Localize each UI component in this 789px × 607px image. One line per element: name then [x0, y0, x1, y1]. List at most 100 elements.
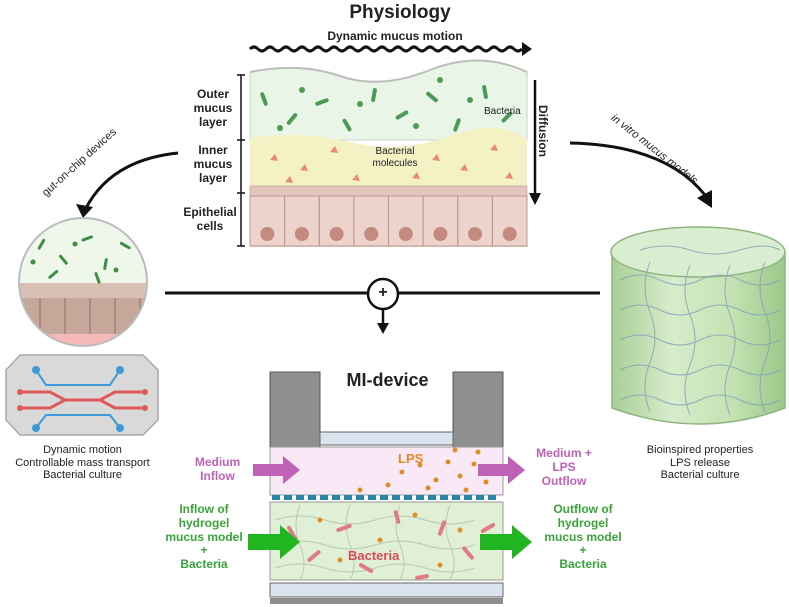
lps-label: LPS [398, 451, 424, 466]
dynamic-mucus-motion-arrow [248, 45, 524, 53]
top-glass [319, 431, 454, 446]
label-line: hydrogel [178, 515, 230, 530]
membrane-segment [488, 495, 496, 500]
cell-nucleus [260, 227, 275, 241]
membrane-segment [464, 495, 472, 500]
membrane-segment [476, 495, 484, 500]
outer-layer-bacteria [260, 77, 513, 132]
medium-outflow-arrow [478, 456, 525, 484]
physiology-panel [237, 42, 541, 247]
mi-device-title: MI-device [346, 370, 429, 390]
bacterial-molecules-label: Bacterial molecules [372, 146, 418, 169]
label-line: Bacteria [559, 557, 607, 572]
plus-arrowhead [377, 323, 389, 334]
medium-outflow-label: Medium + LPS Outflow [524, 446, 604, 488]
membrane-segment [380, 495, 388, 500]
membrane-segment [392, 495, 400, 500]
layer-bracket [237, 74, 245, 247]
bottom-glass [269, 582, 504, 598]
chip-body [5, 354, 159, 436]
caption-line: Controllable mass transport [15, 456, 150, 469]
membrane-segment [356, 495, 364, 500]
porous-membrane [272, 495, 496, 500]
label-line: mucus model [544, 529, 622, 544]
mucus-top-wave [249, 59, 528, 83]
cell-nucleus [468, 227, 483, 241]
left-branch-arrowhead [76, 204, 93, 218]
motion-arrowhead [522, 42, 532, 56]
caption-line: Bioinspired properties [646, 444, 754, 456]
bacteria-label: Bacteria [484, 106, 521, 117]
caption-line: LPS release [670, 456, 730, 469]
membrane-segment [368, 495, 376, 500]
mucus-model-caption: Bioinspired properties LPS release Bacte… [615, 444, 785, 482]
caption-line: Bacterial culture [43, 469, 122, 482]
right-branch-arrow [569, 141, 707, 196]
cell-nuclei [260, 227, 517, 241]
chip-red-channels [20, 390, 145, 410]
hydrogel-inflow-label: Inflow of hydrogel mucus model + Bacteri… [160, 502, 248, 572]
label-line: hydrogel [557, 515, 609, 530]
hydrogel-outflow-arrow [480, 525, 532, 559]
cell-nucleus [294, 227, 309, 241]
label-line: Bacteria [180, 557, 228, 572]
left-branch-arrow [83, 151, 179, 211]
membrane-segment [308, 495, 316, 500]
mi-device [269, 371, 504, 604]
cell-nucleus [433, 227, 448, 241]
cell-nucleus [364, 227, 379, 241]
medium-inflow-arrow [253, 456, 300, 484]
label-line: Medium [194, 455, 241, 469]
hydrogel-outflow-label: Outflow of hydrogel mucus model + Bacter… [533, 502, 633, 572]
label-line: Outflow of [553, 502, 613, 516]
membrane-segment [452, 495, 460, 500]
label-line: Inflow of [179, 502, 229, 516]
bacterial-molecules [270, 144, 513, 183]
chip-blue-channels [35, 369, 121, 429]
cell-nucleus [502, 227, 517, 241]
hydrogel-bacteria-label: Bacteria [348, 548, 400, 563]
right-clamp [452, 371, 504, 448]
label-line: LPS [552, 459, 576, 474]
diffusion-arrowhead [529, 193, 541, 205]
membrane-segment [320, 495, 328, 500]
plus-symbol: + [378, 284, 388, 301]
dynamic-mucus-motion-label: Dynamic mucus motion [327, 29, 463, 43]
base-plate [270, 598, 503, 604]
right-branch-arrowhead [697, 190, 712, 208]
left-clamp [269, 371, 321, 448]
gut-on-chip-illustration [5, 217, 159, 436]
membrane-segment [296, 495, 304, 500]
diffusion-label: Diffusion [536, 105, 550, 157]
label-line: Medium + [536, 446, 592, 460]
inner-mucus-layer-label: Inner mucus layer [193, 143, 233, 185]
membrane-segment [344, 495, 352, 500]
caption-line: Dynamic motion [43, 444, 122, 456]
physiology-title: Physiology [349, 2, 451, 23]
membrane-segment [440, 495, 448, 500]
caption-line: Bacterial culture [660, 469, 740, 482]
label-line: Outflow [541, 473, 587, 488]
epithelial-cells-label: Epithelial cells [183, 205, 237, 233]
epithelial-cells [249, 195, 528, 247]
medium-channel [269, 446, 504, 496]
membrane-segment [428, 495, 436, 500]
plus-circle [366, 277, 400, 311]
in-vitro-mucus-cylinder [610, 226, 786, 425]
cell-nucleus [329, 227, 344, 241]
label-line: Inflow [200, 468, 235, 483]
gut-on-chip-caption: Dynamic motion Controllable mass transpo… [0, 444, 165, 482]
microvilli [249, 185, 528, 197]
epithelial-cell [491, 195, 528, 247]
label-line: + [200, 543, 208, 558]
membrane-segment [332, 495, 340, 500]
outer-mucus-layer-label: Outer mucus layer [193, 87, 233, 129]
membrane-segment [272, 495, 280, 500]
cell-nucleus [398, 227, 413, 241]
label-line: + [579, 543, 587, 558]
hydrogel-inflow-arrow [248, 525, 300, 559]
chip-ports [32, 366, 124, 432]
membrane-segment [284, 495, 292, 500]
membrane-segment [404, 495, 412, 500]
